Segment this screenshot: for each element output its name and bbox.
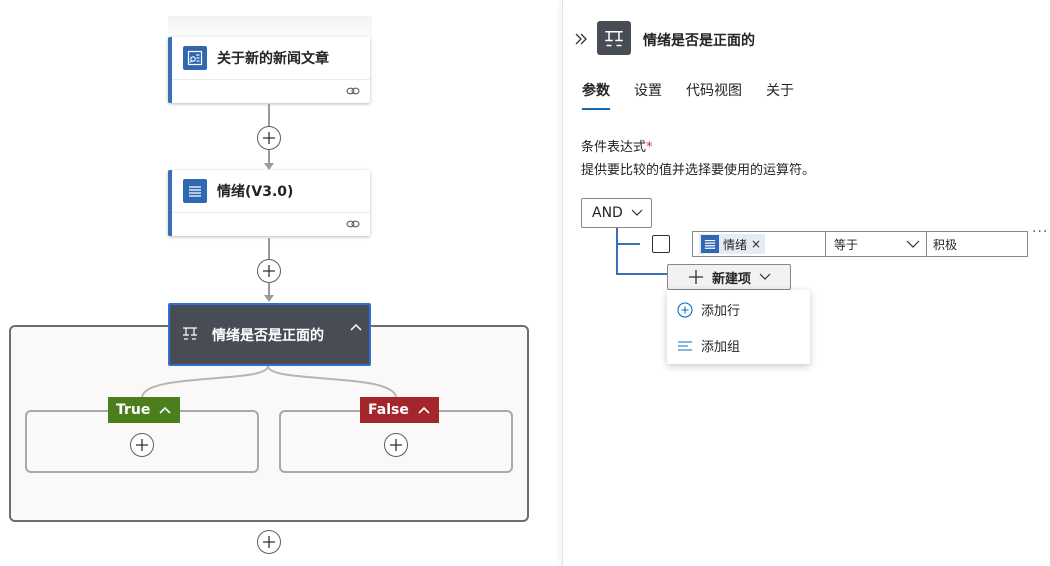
plus-icon bbox=[689, 270, 703, 284]
insert-step-button[interactable] bbox=[257, 530, 281, 554]
connector-line bbox=[268, 104, 270, 126]
sentiment-card-footer bbox=[172, 212, 370, 236]
chevron-down-icon bbox=[906, 240, 920, 248]
true-label-text: True bbox=[116, 402, 151, 418]
trigger-card-title: 关于新的新闻文章 bbox=[217, 51, 329, 67]
true-add-action-button[interactable] bbox=[130, 433, 154, 457]
false-branch-label[interactable]: False bbox=[360, 397, 439, 423]
tree-line bbox=[616, 273, 667, 275]
chevron-up-icon bbox=[418, 406, 430, 414]
new-item-menu: 添加行 添加组 bbox=[667, 290, 810, 364]
right-value-input[interactable]: 积极 bbox=[926, 231, 1028, 257]
branch-connectors bbox=[141, 365, 397, 399]
field-description: 提供要比较的值并选择要使用的运算符。 bbox=[581, 163, 816, 178]
collapse-panel-icon[interactable] bbox=[574, 31, 588, 50]
new-item-button[interactable]: 新建项 bbox=[667, 264, 791, 290]
connector-line bbox=[268, 283, 270, 296]
false-label-text: False bbox=[368, 402, 409, 418]
sentiment-card-header: 情绪(V3.0) bbox=[172, 170, 370, 212]
trigger-card-header: 关于新的新闻文章 bbox=[172, 37, 370, 79]
required-marker: * bbox=[646, 140, 653, 155]
connector-line bbox=[268, 238, 270, 259]
details-panel: 情绪是否是正面的 参数 设置 代码视图 关于 条件表达式* 提供要比较的值并选择… bbox=[562, 0, 1050, 566]
workflow-canvas: 关于新的新闻文章 情绪(V3.0) bbox=[9, 16, 529, 554]
true-branch-label[interactable]: True bbox=[108, 397, 181, 423]
sentiment-card-title: 情绪(V3.0) bbox=[217, 184, 294, 200]
connector-arrow bbox=[264, 295, 274, 302]
tab-about[interactable]: 关于 bbox=[766, 83, 794, 99]
more-options-button[interactable]: ··· bbox=[1032, 224, 1049, 240]
news-search-icon bbox=[183, 46, 207, 70]
panel-tabs: 参数 设置 代码视图 关于 bbox=[582, 80, 794, 110]
token-label: 情绪 bbox=[723, 237, 748, 252]
token-remove-button[interactable]: × bbox=[751, 237, 762, 251]
trigger-card[interactable]: 关于新的新闻文章 bbox=[168, 37, 370, 103]
link-icon[interactable] bbox=[346, 219, 360, 229]
panel-title: 情绪是否是正面的 bbox=[643, 33, 755, 49]
chevron-up-icon bbox=[159, 406, 171, 414]
insert-step-button[interactable] bbox=[257, 259, 281, 283]
condition-icon bbox=[182, 325, 198, 344]
plus-icon bbox=[263, 536, 275, 548]
condition-card-title: 情绪是否是正面的 bbox=[212, 327, 324, 344]
connector-arrow bbox=[264, 163, 274, 170]
menu-item-label: 添加行 bbox=[701, 304, 741, 319]
operator-select[interactable]: 等于 bbox=[825, 231, 927, 257]
row-checkbox[interactable] bbox=[652, 235, 670, 253]
condition-icon bbox=[597, 21, 631, 55]
menu-item-add-group[interactable]: 添加组 bbox=[677, 336, 740, 355]
chevron-down-icon bbox=[631, 209, 643, 216]
add-circle-icon bbox=[677, 301, 693, 318]
collapse-chevron-icon[interactable] bbox=[349, 317, 363, 336]
plus-icon bbox=[136, 439, 148, 451]
sentiment-card[interactable]: 情绪(V3.0) bbox=[168, 170, 370, 236]
trigger-card-footer bbox=[172, 79, 370, 103]
tab-parameters[interactable]: 参数 bbox=[582, 80, 610, 110]
field-label-text: 条件表达式 bbox=[581, 140, 647, 155]
menu-item-add-row[interactable]: 添加行 bbox=[677, 300, 740, 319]
tab-code-view[interactable]: 代码视图 bbox=[686, 83, 742, 99]
menu-item-label: 添加组 bbox=[701, 340, 741, 355]
plus-icon bbox=[263, 132, 275, 144]
canvas-top-fade bbox=[168, 16, 372, 38]
group-lines-icon bbox=[678, 340, 692, 351]
operator-value: 等于 bbox=[834, 237, 859, 252]
group-operator-value: AND bbox=[592, 205, 623, 221]
condition-card[interactable]: 情绪是否是正面的 bbox=[168, 303, 371, 366]
false-add-action-button[interactable] bbox=[384, 433, 408, 457]
condition-expression-label: 条件表达式* bbox=[581, 136, 653, 155]
text-lines-icon bbox=[183, 179, 207, 203]
chevron-down-icon bbox=[759, 273, 771, 280]
plus-icon bbox=[390, 439, 402, 451]
connector-line bbox=[268, 150, 270, 164]
insert-step-button[interactable] bbox=[257, 126, 281, 150]
left-value-input[interactable]: 情绪 × bbox=[692, 231, 826, 257]
sentiment-token[interactable]: 情绪 × bbox=[699, 234, 766, 254]
plus-icon bbox=[263, 265, 275, 277]
link-icon[interactable] bbox=[346, 86, 360, 96]
tree-line bbox=[616, 228, 618, 274]
new-item-label: 新建项 bbox=[712, 271, 752, 287]
text-lines-icon bbox=[701, 235, 719, 253]
tab-settings[interactable]: 设置 bbox=[634, 83, 662, 99]
group-operator-select[interactable]: AND bbox=[581, 198, 652, 228]
tree-line bbox=[616, 243, 640, 245]
